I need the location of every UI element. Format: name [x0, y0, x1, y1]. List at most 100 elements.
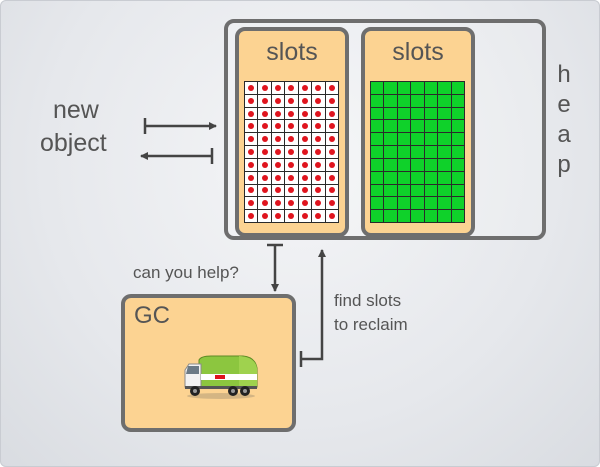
- free-slot: [384, 120, 397, 133]
- free-slot: [371, 146, 384, 158]
- free-slot: [438, 210, 451, 222]
- free-slot: [397, 120, 411, 133]
- free-slot: [438, 107, 451, 120]
- used-slot: [312, 82, 325, 94]
- free-slot: [397, 107, 411, 120]
- used-slot: [298, 184, 312, 197]
- used-slot: [298, 171, 312, 184]
- used-slot: [245, 133, 258, 146]
- used-slot: [245, 197, 258, 210]
- help-label: can you help?: [133, 263, 239, 282]
- used-slot: [245, 146, 258, 158]
- used-slot: [285, 184, 298, 197]
- free-slot: [371, 171, 384, 184]
- free-slot: [438, 171, 451, 184]
- used-slot: [312, 133, 325, 146]
- free-slot: [371, 133, 384, 146]
- free-slot: [371, 184, 384, 197]
- used-slot: [325, 120, 338, 133]
- free-slot: [371, 158, 384, 171]
- free-slot: [424, 107, 438, 120]
- used-slot: [271, 197, 285, 210]
- used-slot: [325, 94, 338, 107]
- free-slot: [451, 82, 464, 94]
- new-object-label-line-2: object: [40, 129, 107, 157]
- free-slot: [397, 210, 411, 222]
- free-slot: [451, 184, 464, 197]
- free-slot: [438, 197, 451, 210]
- free-slot: [451, 120, 464, 133]
- free-slot: [438, 158, 451, 171]
- free-slot: [397, 158, 411, 171]
- used-slot: [325, 210, 338, 222]
- free-slot: [411, 133, 424, 146]
- used-slot: [325, 146, 338, 158]
- free-slot: [424, 120, 438, 133]
- free-slot: [451, 210, 464, 222]
- free-slot: [424, 133, 438, 146]
- free-slot: [371, 197, 384, 210]
- used-slot: [258, 133, 271, 146]
- used-slot: [285, 210, 298, 222]
- free-slot: [397, 82, 411, 94]
- used-slot: [271, 184, 285, 197]
- used-slot: [325, 171, 338, 184]
- used-slot: [285, 158, 298, 171]
- free-slot: [384, 94, 397, 107]
- free-slot: [424, 146, 438, 158]
- used-slot: [271, 133, 285, 146]
- used-slot: [312, 120, 325, 133]
- used-slot: [285, 133, 298, 146]
- used-slot: [285, 94, 298, 107]
- slots-label-free: slots: [392, 38, 444, 66]
- used-slot: [285, 82, 298, 94]
- used-slot: [258, 107, 271, 120]
- free-slot: [384, 158, 397, 171]
- used-slot: [245, 184, 258, 197]
- free-slot: [371, 94, 384, 107]
- slots-box-used: slots: [235, 27, 349, 237]
- free-slot: [411, 210, 424, 222]
- used-slot: [285, 146, 298, 158]
- used-slot: [258, 171, 271, 184]
- used-slot: [285, 120, 298, 133]
- used-slot: [325, 133, 338, 146]
- free-slot: [411, 146, 424, 158]
- used-slot: [325, 184, 338, 197]
- arrow-from-heap: [140, 148, 214, 164]
- used-slot: [312, 158, 325, 171]
- free-slots-grid: [370, 81, 465, 223]
- used-slot: [298, 197, 312, 210]
- free-slot: [451, 158, 464, 171]
- used-slot: [271, 171, 285, 184]
- free-slot: [384, 210, 397, 222]
- used-slot: [245, 82, 258, 94]
- used-slot: [258, 184, 271, 197]
- used-slot: [325, 197, 338, 210]
- free-slot: [371, 82, 384, 94]
- used-slot: [298, 158, 312, 171]
- used-slot: [245, 120, 258, 133]
- reclaim-label-line-1: find slots: [334, 291, 402, 310]
- free-slot: [411, 184, 424, 197]
- used-slot: [298, 210, 312, 222]
- used-slot: [271, 146, 285, 158]
- used-slot: [285, 107, 298, 120]
- free-slot: [451, 197, 464, 210]
- free-slot: [424, 82, 438, 94]
- used-slot: [312, 210, 325, 222]
- heap-label: h e a p: [555, 60, 573, 180]
- heap-box: slots slots: [224, 19, 546, 240]
- free-slot: [438, 120, 451, 133]
- used-slot: [298, 94, 312, 107]
- gc-label: GC: [134, 302, 170, 329]
- free-slot: [411, 171, 424, 184]
- free-slot: [371, 210, 384, 222]
- used-slot: [312, 184, 325, 197]
- free-slot: [424, 197, 438, 210]
- used-slot: [271, 82, 285, 94]
- used-slot: [245, 171, 258, 184]
- used-slot: [298, 120, 312, 133]
- free-slot: [397, 197, 411, 210]
